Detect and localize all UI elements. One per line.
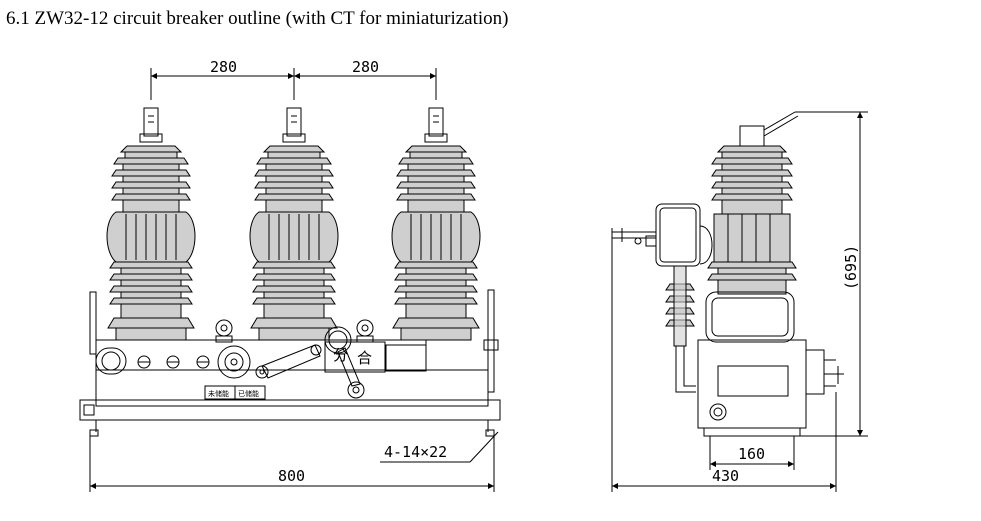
operating-mechanism (95, 326, 427, 400)
label-close: 合 (357, 349, 372, 367)
base-width-dimension: 160 (709, 436, 795, 470)
label-open: 分 (333, 346, 348, 364)
pole-b (249, 107, 339, 341)
dim-base-width: 160 (738, 445, 765, 463)
dim-total-width: 800 (278, 467, 305, 485)
pole-c (391, 107, 481, 341)
current-transformer (611, 203, 713, 393)
side-body (697, 339, 844, 437)
side-posts (89, 289, 499, 393)
depth-dimension: 430 (611, 232, 837, 492)
side-insulator (707, 111, 799, 295)
mounting-holes-label: 4-14×22 (384, 443, 447, 461)
top-spacing-dimension: 280 280 (150, 58, 437, 100)
label-energy-not-stored: 未储能 (208, 389, 229, 398)
front-view: 280 280 (79, 58, 501, 492)
dim-depth: 430 (712, 467, 739, 485)
lifting-lugs (215, 319, 374, 343)
dim-height: (695) (842, 245, 860, 290)
label-energy-stored: 已储能 (238, 389, 259, 398)
dim-right-spacing: 280 (352, 58, 379, 76)
side-view: (695) 160 430 (611, 111, 868, 492)
total-width-dimension: 800 (89, 436, 495, 492)
support-frame (705, 291, 795, 343)
pole-a (106, 107, 196, 341)
mounting-hole-callout: 4-14×22 (380, 431, 499, 463)
figure-title: 6.1 ZW32-12 circuit breaker outline (wit… (6, 8, 509, 29)
dim-left-spacing: 280 (210, 58, 237, 76)
side-height-dimension: (695) (795, 111, 868, 437)
